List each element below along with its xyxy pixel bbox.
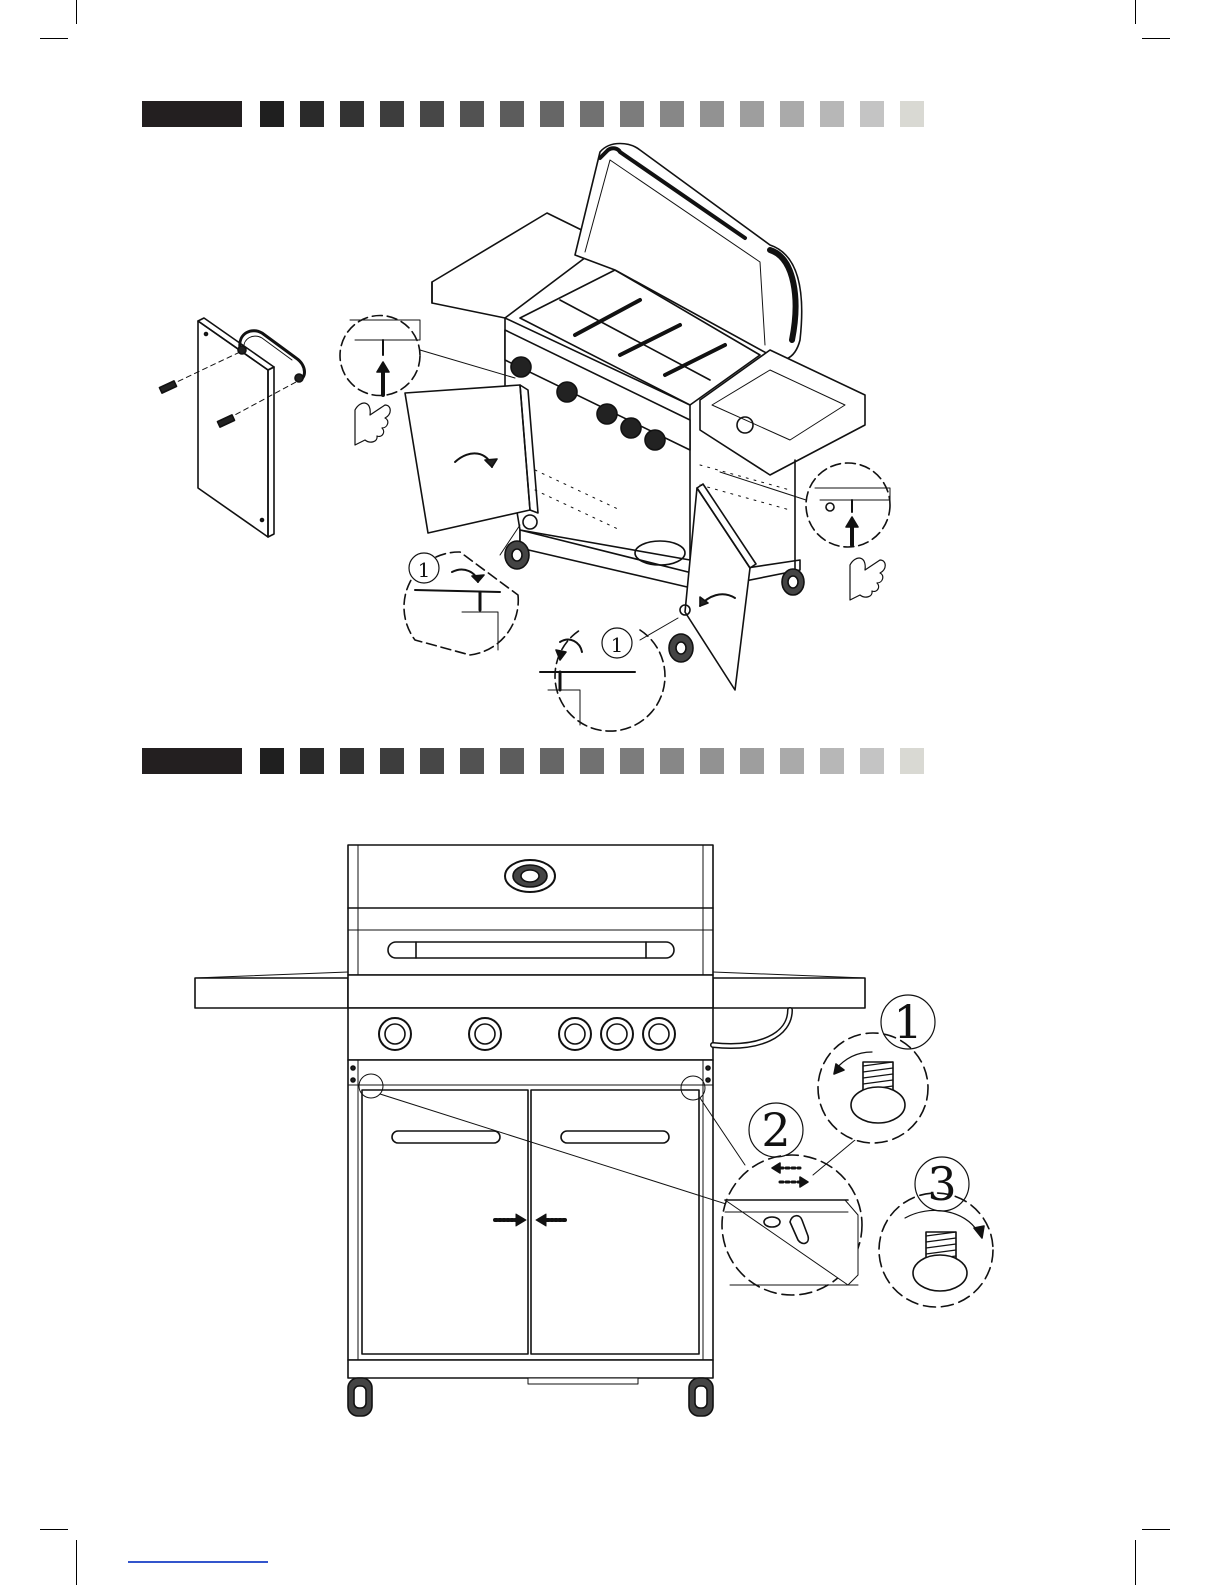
detail-circle-hinge-top-left <box>340 316 515 396</box>
step-number: 1 <box>611 633 624 657</box>
right-door-swinging <box>680 484 756 690</box>
detail-circle-hinge-right <box>720 463 890 547</box>
detail-circle-hinge-adjust <box>722 1140 862 1295</box>
detail-circle-bottom-hinge-a <box>404 525 520 655</box>
step-number: 2 <box>761 1103 790 1157</box>
step-number: 3 <box>927 1157 956 1211</box>
thumbs-up-icon <box>850 558 885 600</box>
left-door-swinging <box>405 385 538 533</box>
figure-door-alignment <box>195 845 993 1416</box>
thumbs-up-icon <box>355 403 390 445</box>
screw-icon <box>818 1033 928 1143</box>
figure-door-installation <box>159 144 890 732</box>
loose-door-panel <box>159 318 304 537</box>
step-number: 1 <box>893 995 922 1049</box>
step-number: 1 <box>418 558 431 582</box>
